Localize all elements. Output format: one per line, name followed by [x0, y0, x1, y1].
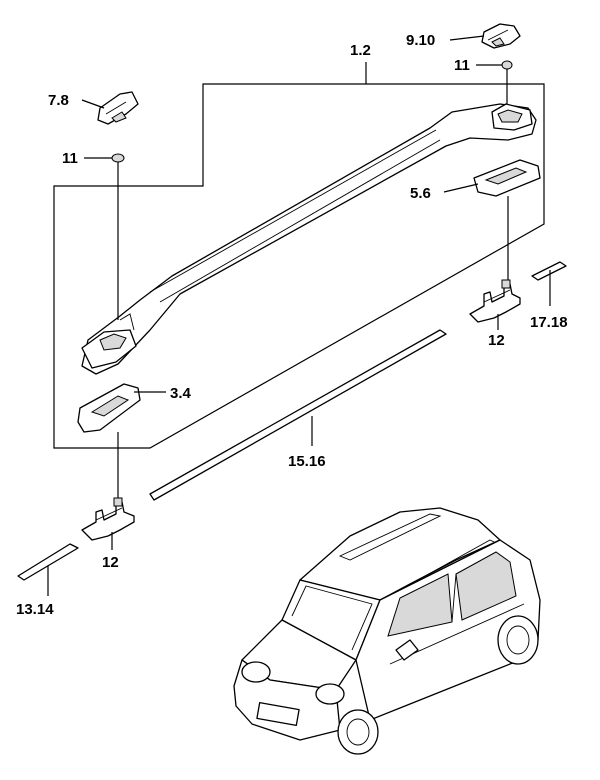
- pad-front: [77, 383, 141, 433]
- label-5-6: 5.6: [410, 185, 431, 202]
- label-9-10: 9.10: [406, 32, 435, 49]
- label-1-2: 1.2: [350, 42, 371, 59]
- label-3-4: 3.4: [170, 385, 192, 402]
- end-cap-front: [97, 91, 139, 125]
- label-11-front: 11: [62, 150, 78, 167]
- plug-rear: [501, 60, 513, 70]
- roof-rail: [81, 103, 537, 375]
- label-13-14: 13.14: [16, 601, 54, 618]
- label-12-rear: 12: [488, 332, 505, 349]
- label-12-front: 12: [102, 554, 119, 571]
- bracket-rear: [469, 279, 521, 323]
- assembly-frame: [53, 83, 545, 449]
- strip-front: [17, 543, 79, 581]
- label-15-16: 15.16: [288, 453, 326, 470]
- car-illustration: [233, 507, 541, 755]
- pad-rear: [473, 159, 541, 197]
- moulding: [149, 329, 447, 501]
- strip-rear: [531, 261, 567, 281]
- leader-7-8: [81, 99, 105, 109]
- leader-5-6: [443, 183, 479, 193]
- plug-front: [111, 153, 125, 163]
- label-7-8: 7.8: [48, 92, 69, 109]
- end-cap-rear: [481, 23, 521, 49]
- label-17-18: 17.18: [530, 314, 568, 331]
- leader-9-10: [449, 35, 485, 41]
- label-11-rear: 11: [454, 57, 470, 74]
- bracket-front: [81, 497, 135, 541]
